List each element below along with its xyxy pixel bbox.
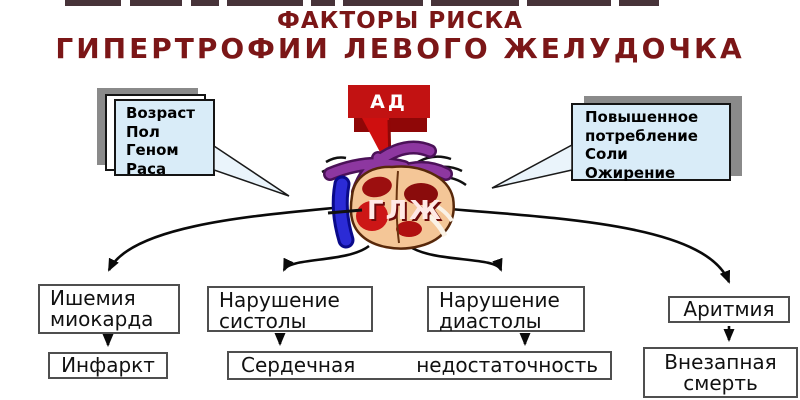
outcome-box-diastole: Нарушение диастолы [427, 286, 585, 332]
heart-failure-word1: Сердечная [241, 353, 356, 377]
arrow-to-ischemia [107, 205, 345, 272]
vena-cava-fill [334, 178, 352, 246]
arrow-to-systole [282, 244, 370, 272]
arrow-to-arrhythmia [448, 207, 731, 284]
callout-right-text: Повышенное потребление Соли Ожирение [571, 103, 731, 182]
aorta-fill [325, 143, 451, 203]
outcome-box-infarct: Инфаркт [48, 352, 168, 379]
outcome-box-heart-failure: Сердечная недостаточность [227, 351, 612, 380]
page-title-line1: ФАКТОРЫ РИСКА [277, 8, 523, 34]
outcome-box-arrhythmia: Аритмия [668, 296, 790, 323]
callout-right-pointer [491, 143, 573, 189]
callout-left-pointer [213, 144, 290, 197]
outcome-box-sudden-death: Внезапная смерть [643, 347, 798, 398]
arrow-to-diastole [408, 244, 503, 272]
callout-left-text: Возраст Пол Геном Раса [114, 99, 215, 178]
aorta-outline [323, 140, 453, 205]
page-title-line2: ГИПЕРТРОФИИ ЛЕВОГО ЖЕЛУДОЧКА [55, 32, 745, 65]
outcome-box-ischemia: Ишемия миокарда [38, 284, 180, 334]
small-vessel-lines [321, 155, 467, 187]
outcome-box-systole: Нарушение систолы [207, 286, 373, 332]
page-title: ФАКТОРЫ РИСКА ГИПЕРТРОФИИ ЛЕВОГО ЖЕЛУДОЧ… [0, 9, 800, 64]
blood-pressure-label: АД [370, 90, 408, 113]
vena-cava-outline [331, 175, 355, 249]
hypertrophy-label: ГЛЖ [367, 196, 443, 226]
heart-failure-word2: недостаточность [416, 353, 598, 377]
outcome-arrows [102, 205, 735, 347]
vessel-tick-line [327, 208, 363, 215]
blood-pressure-box: АД [348, 85, 430, 118]
blood-pressure-box-shade [354, 118, 427, 132]
